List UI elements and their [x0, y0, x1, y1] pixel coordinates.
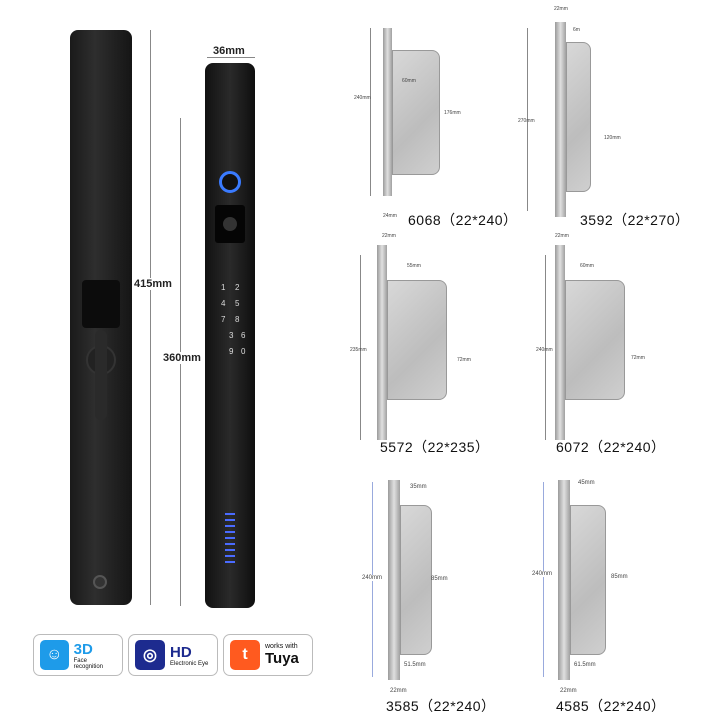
model-label: 4585（22*240）	[556, 698, 666, 714]
camera-aperture-icon: ◎	[135, 640, 165, 670]
model-label: 3585（22*240）	[386, 698, 496, 714]
lock-cylinder-area	[82, 280, 120, 328]
lock-back-panel	[70, 30, 132, 605]
dimension-line	[150, 30, 151, 605]
key-8[interactable]: 8	[235, 315, 240, 324]
key-7[interactable]: 7	[221, 315, 226, 324]
key-4[interactable]: 4	[221, 299, 226, 308]
camera-icon	[215, 205, 245, 243]
key-5[interactable]: 5	[235, 299, 240, 308]
model-label: 6068（22*240）	[408, 212, 518, 228]
height-inner-label: 360mm	[163, 352, 201, 364]
key-9[interactable]: 9	[229, 347, 234, 356]
tuya-logo-icon: t	[230, 640, 260, 670]
model-label: 5572（22*235）	[380, 439, 490, 455]
lock-front-panel: 1 4 7 2 5 8 3 6 9 0	[205, 63, 255, 608]
keyhole-icon	[93, 575, 107, 589]
thumb-turn-knob-icon	[78, 330, 124, 425]
badge-3d-face: ☺ 3D Face recognition	[33, 634, 123, 676]
dimension-line	[207, 57, 255, 58]
key-6[interactable]: 6	[241, 331, 246, 340]
fingerprint-sensor-icon	[219, 171, 241, 193]
handle-light-strip	[225, 513, 235, 563]
key-2[interactable]: 2	[235, 283, 240, 292]
key-1[interactable]: 1	[221, 283, 226, 292]
badge-hd-eye: ◎ HD Electronic Eye	[128, 634, 218, 676]
width-label: 36mm	[213, 45, 245, 57]
key-0[interactable]: 0	[241, 347, 246, 356]
model-label: 3592（22*270）	[580, 212, 690, 228]
model-label: 6072（22*240）	[556, 439, 666, 455]
face-recognition-icon: ☺	[40, 640, 69, 670]
key-3[interactable]: 3	[229, 331, 234, 340]
badge-tuya: t works with Tuya	[223, 634, 313, 676]
height-total-label: 415mm	[134, 278, 172, 290]
